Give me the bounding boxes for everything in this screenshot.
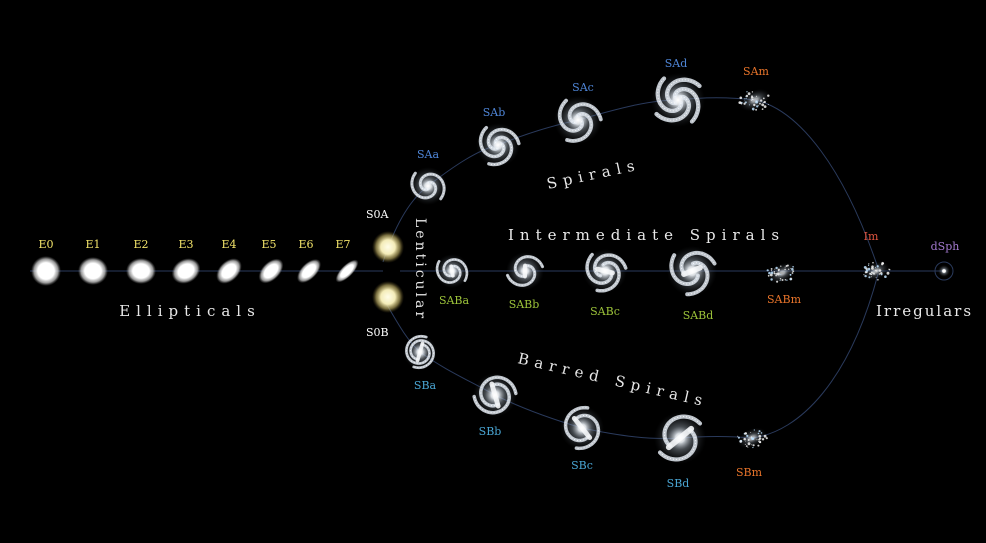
irregulars-title: Irregulars [876, 302, 973, 320]
spiral-galaxy-icon [736, 85, 773, 116]
label-e1: E1 [85, 238, 100, 251]
spiral-galaxy-icon [476, 123, 520, 167]
ellipticals-title: Ellipticals [119, 302, 261, 320]
label-sbm: SBm [736, 466, 763, 479]
spirals-title: Spirals [545, 155, 642, 192]
intermediate-spirals-group: SABa SABb SABc SABd SABm Intermediate Sp… [435, 226, 802, 322]
label-e6: E6 [298, 238, 313, 251]
label-sabd: SABd [683, 309, 714, 322]
barred-spiral-galaxy-icon [473, 373, 517, 417]
irregulars-group: Im dSph Irregulars [860, 230, 973, 320]
label-sbd: SBd [667, 477, 690, 490]
label-s0b: S0B [366, 326, 389, 339]
label-sac: SAc [572, 81, 594, 94]
barred-spiral-galaxy-icon [560, 406, 604, 450]
label-sam: SAm [743, 65, 769, 78]
label-s0a: S0A [366, 208, 390, 221]
elliptical-galaxy-icon [167, 253, 205, 289]
barred-spiral-galaxy-icon [667, 246, 717, 296]
label-im: Im [864, 230, 879, 243]
label-sabb: SABb [509, 298, 540, 311]
label-e0: E0 [38, 238, 53, 251]
label-sab: SAb [483, 106, 506, 119]
irregular-galaxy-icon [765, 259, 800, 288]
label-sabc: SABc [590, 305, 620, 318]
barred-spiral-galaxy-icon [583, 249, 627, 293]
lenticular-galaxy-icon [372, 281, 404, 313]
barred-spiral-galaxy-icon [654, 412, 706, 464]
label-sbb: SBb [479, 425, 502, 438]
label-e4: E4 [221, 238, 236, 251]
barred-spirals-title: Barred Spirals [516, 349, 710, 410]
label-dsph: dSph [931, 240, 960, 253]
intermediate-spirals-title: Intermediate Spirals [508, 226, 785, 244]
barred-spirals-group: SBa SBb SBc SBd SBm Barred Spirals [403, 335, 769, 490]
lenticular-title: Lenticular [412, 218, 428, 321]
label-saa: SAa [417, 148, 439, 161]
elliptical-galaxy-icon [31, 256, 61, 286]
elliptical-galaxy-icon [126, 258, 156, 284]
ellipticals-group: E0 E1 E2 E3 E4 E5 E6 E7 Ellipticals [31, 238, 362, 320]
label-e5: E5 [261, 238, 276, 251]
spiral-galaxy-icon [554, 96, 602, 144]
label-sad: SAd [665, 57, 688, 70]
lenticular-galaxy-icon [372, 231, 404, 263]
label-saba: SABa [439, 294, 470, 307]
spirals-group: SAa SAb SAc SAd SAm Spirals [409, 57, 774, 205]
label-e3: E3 [178, 238, 193, 251]
spiral-galaxy-icon [409, 167, 447, 205]
irregular-galaxy-icon [735, 424, 770, 453]
spiral-galaxy-icon [651, 73, 705, 127]
label-e2: E2 [133, 238, 148, 251]
label-sbc: SBc [571, 459, 593, 472]
label-sabm: SABm [767, 293, 802, 306]
barred-spiral-galaxy-icon [435, 254, 469, 288]
label-sba: SBa [414, 379, 437, 392]
barred-spiral-galaxy-icon [403, 335, 437, 369]
elliptical-galaxy-icon [78, 257, 108, 285]
label-e7: E7 [335, 238, 350, 251]
barred-spiral-galaxy-icon [506, 252, 544, 290]
